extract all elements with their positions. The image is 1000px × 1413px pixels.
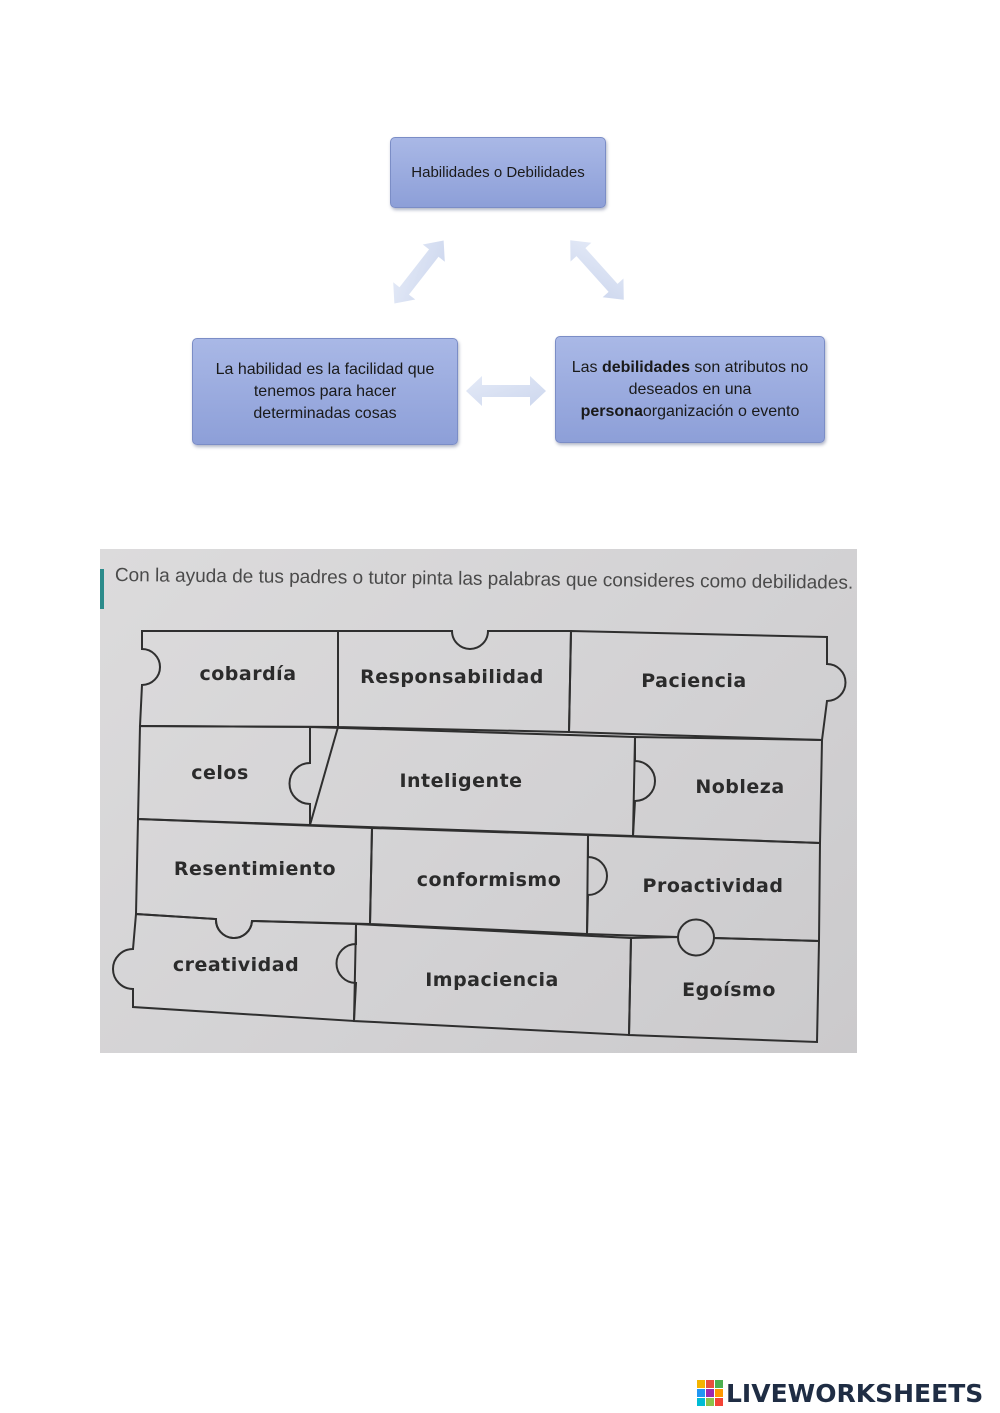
- puzzle-word[interactable]: cobardía: [199, 663, 297, 685]
- puzzle-piece-outline: [138, 630, 339, 729]
- puzzle-word[interactable]: conformismo: [416, 869, 562, 891]
- puzzle-piece-outline: [567, 629, 847, 742]
- puzzle-piece-outline: [337, 630, 573, 734]
- puzzle-word[interactable]: Resentimiento: [173, 858, 337, 880]
- double-arrow-horizontal-icon: [466, 376, 546, 406]
- logo-text: LIVEWORKSHEETS: [726, 1378, 984, 1408]
- puzzle-word[interactable]: creatividad: [172, 954, 300, 976]
- puzzle-piece-outline: [112, 912, 358, 1023]
- liveworksheets-logo: LIVEWORKSHEETS: [697, 1377, 983, 1409]
- double-arrow-left-diagonal-icon: [393, 240, 445, 304]
- puzzle-word[interactable]: Nobleza: [695, 776, 785, 798]
- puzzle-piece-outline: [627, 935, 821, 1044]
- teal-marker: [100, 569, 104, 609]
- text-bold: persona: [580, 402, 643, 420]
- diagram-box-habilidad: La habilidad es la facilidad que tenemos…: [192, 338, 458, 445]
- text-part: organización o evento: [642, 402, 800, 420]
- puzzle-word[interactable]: Paciencia: [641, 670, 747, 692]
- diagram-box-debilidades: Las debilidades son atributos no deseado…: [555, 336, 825, 443]
- puzzle-grid: [112, 629, 847, 1044]
- puzzle-word[interactable]: Inteligente: [399, 770, 523, 792]
- text-part: Las: [571, 358, 602, 376]
- diagram-box-title: Habilidades o Debilidades: [390, 137, 606, 208]
- puzzle-word[interactable]: Proactividad: [642, 875, 784, 897]
- diagram-box-title-text: Habilidades o Debilidades: [411, 163, 585, 181]
- text-part: son atributos no deseados en una: [628, 358, 809, 398]
- double-arrow-right-diagonal-icon: [570, 240, 624, 300]
- puzzle-word[interactable]: Egoísmo: [682, 979, 776, 1001]
- text-bold: debilidades: [601, 358, 690, 376]
- puzzle-word[interactable]: Responsabilidad: [360, 666, 544, 688]
- puzzle-word[interactable]: celos: [191, 762, 249, 784]
- diagram-box-habilidad-text: La habilidad es la facilidad que tenemos…: [215, 360, 435, 422]
- diagram-box-debilidades-text: Las debilidades son atributos no deseado…: [568, 357, 812, 423]
- puzzle-word[interactable]: Impaciencia: [425, 969, 559, 991]
- worksheet-photo: Con la ayuda de tus padres o tutor pinta…: [100, 549, 857, 1053]
- diagram-arrows: [393, 240, 624, 406]
- liveworksheets-logo-icon: [697, 1380, 723, 1406]
